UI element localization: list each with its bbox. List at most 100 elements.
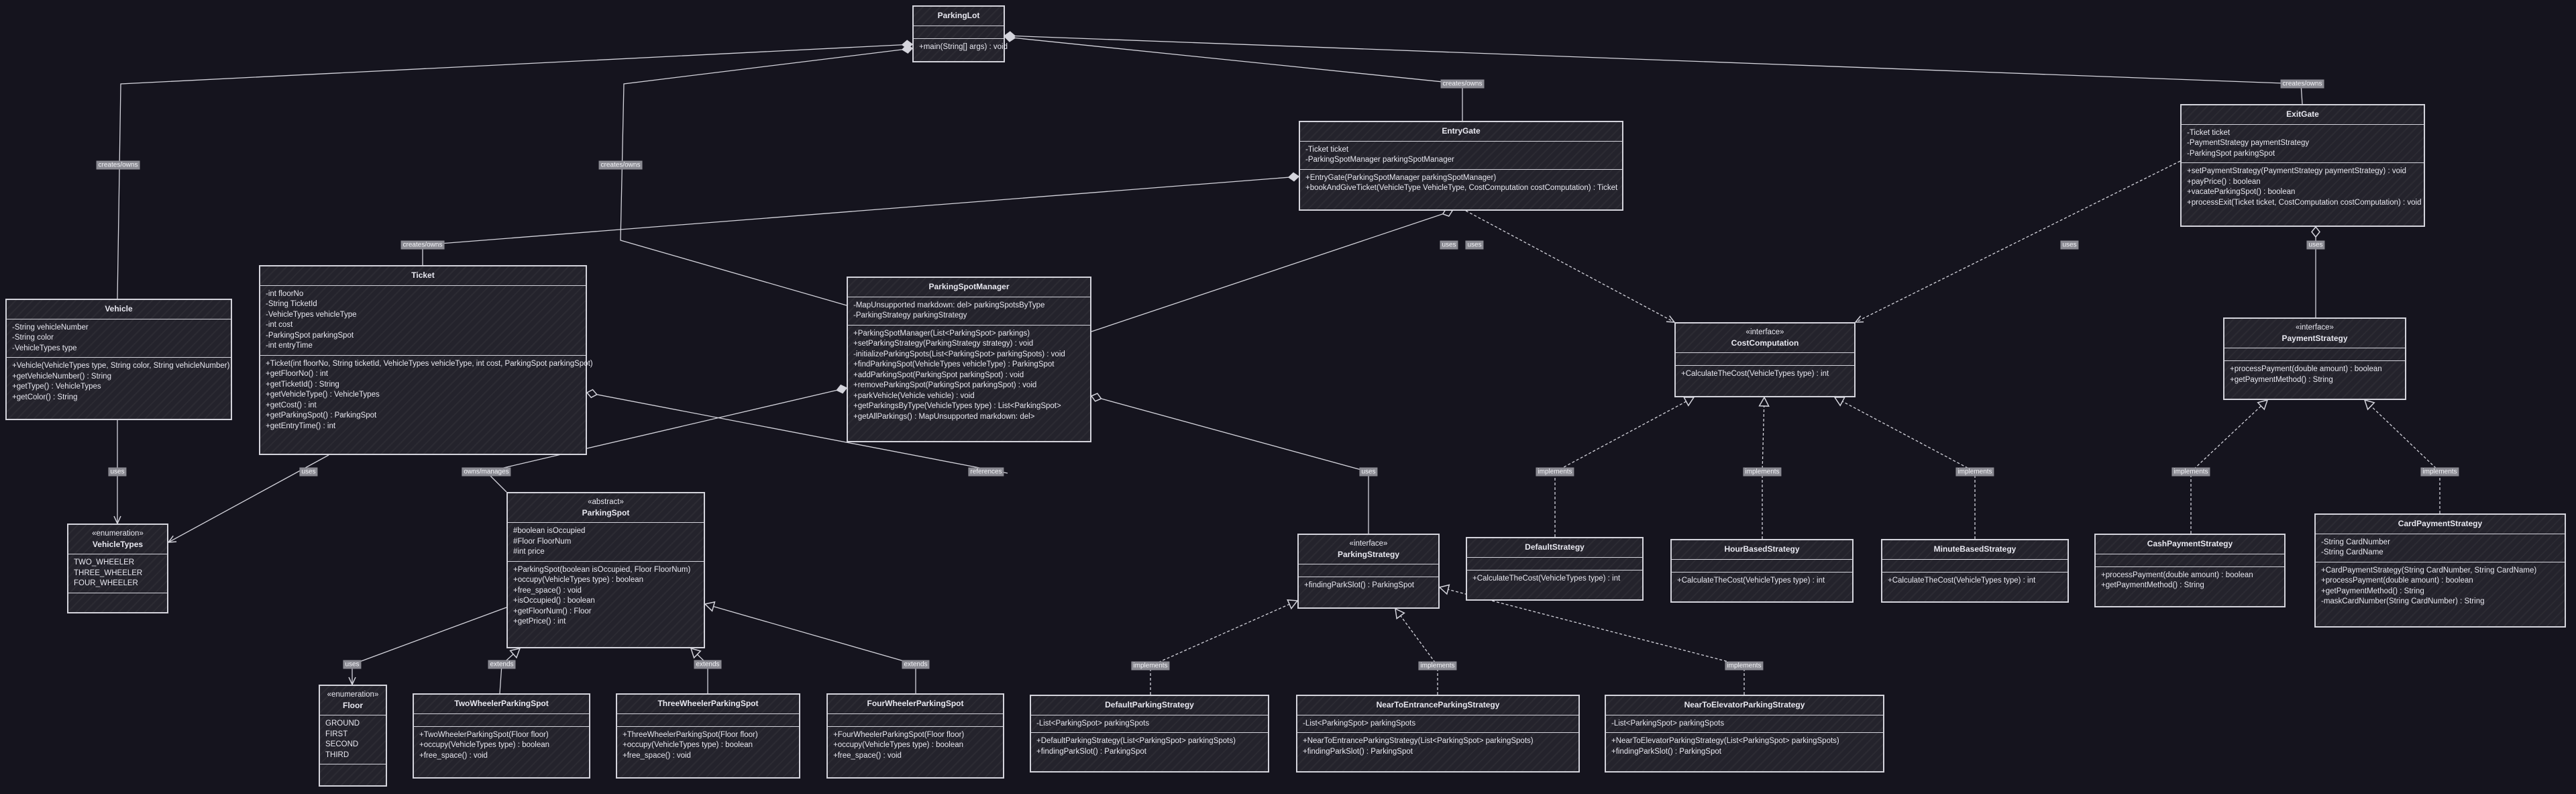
edge-parking-spot-to-floor bbox=[348, 607, 507, 686]
class-header: ParkingLot bbox=[914, 7, 1004, 26]
class-box-minute-based-strategy[interactable]: MinuteBasedStrategy+CalculateTheCost(Veh… bbox=[1881, 539, 2069, 603]
class-box-parking-strategy[interactable]: «interface»ParkingStrategy+findingParkSl… bbox=[1297, 534, 1440, 609]
class-method: +FourWheelerParkingSpot(Floor floor) bbox=[833, 730, 965, 739]
class-name: ParkingSpotManager bbox=[928, 282, 1010, 291]
class-header: ThreeWheelerParkingSpot bbox=[617, 695, 799, 714]
attributes-section: -String vehicleNumber-String color-Vehic… bbox=[7, 319, 231, 358]
hollow-triangle-icon bbox=[1438, 584, 1450, 595]
class-box-near-to-entrance-parking-strategy[interactable]: NearToEntranceParkingStrategy-List<Parki… bbox=[1296, 695, 1580, 773]
class-box-cost-computation[interactable]: «interface»CostComputation+CalculateTheC… bbox=[1674, 322, 1856, 397]
class-box-card-payment-strategy[interactable]: CardPaymentStrategy-String CardNumber-St… bbox=[2314, 513, 2566, 628]
class-name: ParkingSpot bbox=[582, 507, 630, 517]
class-method: +getColor() : String bbox=[12, 393, 78, 401]
class-attribute: -Ticket ticket bbox=[2187, 128, 2231, 137]
hollow-diamond-icon bbox=[2311, 226, 2320, 238]
class-box-near-to-elevator-parking-strategy[interactable]: NearToElevatorParkingStrategy-List<Parki… bbox=[1605, 695, 1884, 773]
attributes-section bbox=[1299, 564, 1438, 577]
filled-diamond-icon bbox=[1287, 172, 1300, 182]
class-method: +occupy(VehicleTypes type) : boolean bbox=[623, 741, 753, 749]
filled-diamond-icon bbox=[901, 44, 914, 54]
class-method: +bookAndGiveTicket(VehicleType VehicleTy… bbox=[1305, 184, 1618, 192]
edge-label: implements bbox=[2420, 467, 2459, 477]
class-stereotype: «enumeration» bbox=[92, 530, 144, 538]
class-method: +ParkingSpotManager(List<ParkingSpot> pa… bbox=[853, 329, 1030, 338]
class-method: +TwoWheelerParkingSpot(Floor floor) bbox=[419, 730, 549, 739]
class-box-ticket[interactable]: Ticket-int floorNo-String TicketId-Vehic… bbox=[259, 265, 593, 455]
class-box-payment-strategy[interactable]: «interface»PaymentStrategy +processPaymen… bbox=[2223, 317, 2406, 400]
class-box-three-wheeler-parking-spot[interactable]: ThreeWheelerParkingSpot+ThreeWheelerPark… bbox=[616, 693, 800, 779]
methods-section bbox=[68, 593, 167, 605]
class-attribute: -VehicleTypes type bbox=[12, 344, 77, 352]
filled-diamond-icon bbox=[836, 384, 848, 394]
class-attribute: -ParkingSpot parkingSpot bbox=[266, 331, 354, 340]
class-attribute: -String TicketId bbox=[266, 300, 317, 308]
attributes-section bbox=[1882, 560, 2068, 573]
class-name: Ticket bbox=[411, 270, 435, 280]
class-box-default-strategy[interactable]: DefaultStrategy +CalculateTheCost(Vehicle… bbox=[1466, 537, 1644, 601]
class-method: +setPaymentStrategy(PaymentStrategy paym… bbox=[2187, 167, 2406, 175]
class-box-entry-gate[interactable]: EntryGate-Ticket ticket-ParkingSpotManag… bbox=[1299, 121, 1623, 211]
class-name: EntryGate bbox=[1442, 126, 1481, 136]
hollow-triangle-icon bbox=[2257, 399, 2269, 411]
filled-diamond-icon bbox=[1004, 31, 1016, 41]
class-box-default-parking-strategy[interactable]: DefaultParkingStrategy-List<ParkingSpot>… bbox=[1030, 695, 1269, 773]
class-attribute: #int price bbox=[513, 548, 545, 556]
class-method: +CalculateTheCost(VehicleTypes type) : i… bbox=[1888, 576, 2036, 585]
class-attribute: -int cost bbox=[266, 321, 293, 329]
class-method: +processPayment(double amount) : boolean bbox=[2101, 570, 2253, 579]
edge-label: implements bbox=[2171, 467, 2210, 477]
class-attribute: -String CardName bbox=[2321, 548, 2383, 556]
edge-label: uses bbox=[299, 467, 318, 477]
class-method: +free_space() : void bbox=[833, 751, 902, 760]
class-box-cash-payment-strategy[interactable]: CashPaymentStrategy +processPayment(doubl… bbox=[2094, 534, 2286, 607]
class-method: +processPayment(double amount) : boolean bbox=[2321, 577, 2473, 585]
class-attribute: -List<ParkingSpot> parkingSpots bbox=[1036, 719, 1150, 728]
class-stereotype: «interface» bbox=[2296, 324, 2334, 332]
hollow-triangle-icon bbox=[1758, 396, 1770, 407]
attributes-section bbox=[414, 714, 589, 727]
edge-entry-gate-to-parking-spot-manager bbox=[1091, 207, 1454, 332]
class-method: +getVehicleNumber() : String bbox=[12, 372, 111, 381]
class-header: TwoWheelerParkingSpot bbox=[414, 695, 589, 714]
class-header: CashPaymentStrategy bbox=[2096, 535, 2284, 554]
class-method: +getTicketId() : String bbox=[266, 380, 339, 389]
class-box-four-wheeler-parking-spot[interactable]: FourWheelerParkingSpot+FourWheelerParkin… bbox=[826, 693, 1004, 779]
methods-section: +CalculateTheCost(VehicleTypes type) : i… bbox=[1672, 573, 1852, 590]
attributes-section bbox=[828, 714, 1003, 727]
class-box-hour-based-strategy[interactable]: HourBasedStrategy+CalculateTheCost(Vehic… bbox=[1670, 539, 1854, 603]
class-name: NearToEntranceParkingStrategy bbox=[1376, 700, 1500, 709]
class-header: «enumeration»VehicleTypes bbox=[68, 525, 167, 554]
attributes-section bbox=[914, 26, 1004, 39]
methods-section: +main(String[] args) : void bbox=[914, 39, 1008, 56]
class-method: +EntryGate(ParkingSpotManager parkingSpo… bbox=[1305, 173, 1497, 182]
class-box-exit-gate[interactable]: ExitGate-Ticket ticket-PaymentStrategy p… bbox=[2180, 104, 2425, 227]
class-method: +occupy(VehicleTypes type) : boolean bbox=[833, 741, 964, 749]
class-box-parking-lot[interactable]: ParkingLot +main(String[] args) : void bbox=[912, 5, 1008, 62]
class-attribute: FIRST bbox=[325, 730, 348, 738]
class-method: +main(String[] args) : void bbox=[919, 42, 1008, 51]
hollow-triangle-icon bbox=[690, 647, 702, 659]
class-box-parking-spot[interactable]: «abstract»ParkingSpot#boolean isOccupied… bbox=[506, 492, 705, 648]
edge-entry-gate-to-cost-computation bbox=[1465, 210, 1676, 323]
edge-label: creates/owns bbox=[2280, 79, 2324, 89]
hollow-triangle-icon bbox=[509, 647, 521, 659]
class-header: «interface»PaymentStrategy bbox=[2224, 319, 2405, 348]
edge-default-parking-strategy-to-parking-strategy bbox=[1150, 599, 1299, 695]
class-method: +CalculateTheCost(VehicleTypes type) : i… bbox=[1472, 574, 1621, 583]
class-method: +NearToEntranceParkingStrategy(List<Park… bbox=[1303, 737, 1534, 745]
edge-label: implements bbox=[1131, 661, 1170, 671]
class-box-vehicle[interactable]: Vehicle-String vehicleNumber-String colo… bbox=[5, 299, 232, 420]
class-method: +getPrice() : int bbox=[513, 617, 566, 626]
methods-section: +processPayment(double amount) : boolean… bbox=[2224, 361, 2405, 389]
class-header: NearToElevatorParkingStrategy bbox=[1606, 696, 1883, 715]
class-header: Vehicle bbox=[7, 300, 231, 319]
class-header: DefaultStrategy bbox=[1467, 538, 1642, 558]
edge-parking-lot-to-vehicle bbox=[117, 40, 914, 299]
edge-label: implements bbox=[1418, 661, 1457, 671]
class-box-two-wheeler-parking-spot[interactable]: TwoWheelerParkingSpot +TwoWheelerParkingS… bbox=[413, 693, 590, 779]
class-box-parking-spot-manager[interactable]: ParkingSpotManager-MapUnsupported markdo… bbox=[847, 277, 1091, 442]
edge-entry-gate-to-ticket bbox=[422, 172, 1300, 265]
